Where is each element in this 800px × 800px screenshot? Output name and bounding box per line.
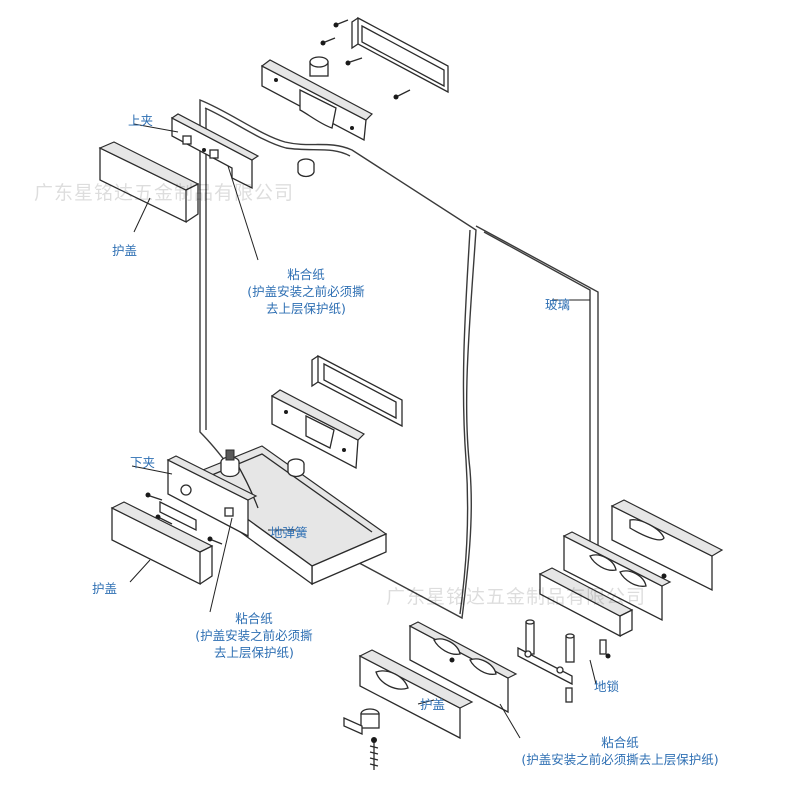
top-pivot-pin [297, 158, 315, 178]
label-top-adhesive-title: 粘合纸 [287, 267, 325, 282]
top-pivot-body [260, 56, 373, 142]
top-cover-cap [98, 141, 200, 224]
label-top-adhesive-note-2: 去上层保护纸) [266, 301, 346, 316]
bottom-cover-cap [110, 501, 214, 586]
lock-mount-plate [408, 621, 518, 714]
bottom-clamp-plate [159, 455, 258, 538]
mid-pivot-body [270, 389, 366, 470]
lock-body-block [538, 567, 634, 638]
lock-small-screws [449, 573, 667, 663]
label-top-clamp: 上夹 [128, 113, 154, 128]
label-lock-adhesive-note: (护盖安装之前必须撕去上层保护纸) [521, 752, 719, 767]
top-pivot-cover-plate [351, 16, 449, 94]
label-lock-cover: 护盖 [420, 697, 446, 712]
label-lock-adhesive: 粘合纸 (护盖安装之前必须撕去上层保护纸) [480, 734, 760, 768]
label-bottom-adhesive-note-2: 去上层保护纸) [214, 645, 294, 660]
lock-cover-plate-right [610, 499, 724, 592]
label-bottom-adhesive-title: 粘合纸 [235, 611, 273, 626]
label-floor-lock: 地锁 [594, 679, 620, 694]
lock-cover-cap [358, 649, 474, 740]
lock-cylinder [343, 708, 380, 736]
floor-spring-spindle [220, 449, 240, 478]
label-glass: 玻璃 [545, 297, 571, 312]
top-pivot-screws [320, 19, 411, 100]
leader-lines [129, 123, 597, 739]
lock-plate-right [562, 531, 672, 622]
lock-bracket [517, 646, 573, 703]
label-floor-spring: 地弹簧 [270, 525, 308, 540]
label-top-adhesive-note-1: (护盖安装之前必须撕 [247, 284, 365, 299]
label-bottom-clamp: 下夹 [130, 455, 156, 470]
label-bottom-cover: 护盖 [92, 581, 118, 596]
watermark-bottom: 广东星铭达五金制品有限公司 [386, 586, 647, 608]
label-top-adhesive: 粘合纸 (护盖安装之前必须撕 去上层保护纸) [226, 266, 386, 317]
lock-anchor-screw [369, 737, 379, 770]
label-bottom-adhesive: 粘合纸 (护盖安装之前必须撕 去上层保护纸) [174, 610, 334, 661]
top-clamp-plate [170, 113, 260, 190]
mid-cover-plate [311, 354, 403, 428]
watermark-top: 广东星铭达五金制品有限公司 [34, 182, 295, 204]
label-lock-adhesive-title: 粘合纸 [601, 735, 639, 750]
label-top-cover: 护盖 [112, 243, 138, 258]
label-bottom-adhesive-note-1: (护盖安装之前必须撕 [195, 628, 313, 643]
lock-bolts [525, 619, 607, 663]
bottom-pivot-pin [287, 458, 305, 478]
